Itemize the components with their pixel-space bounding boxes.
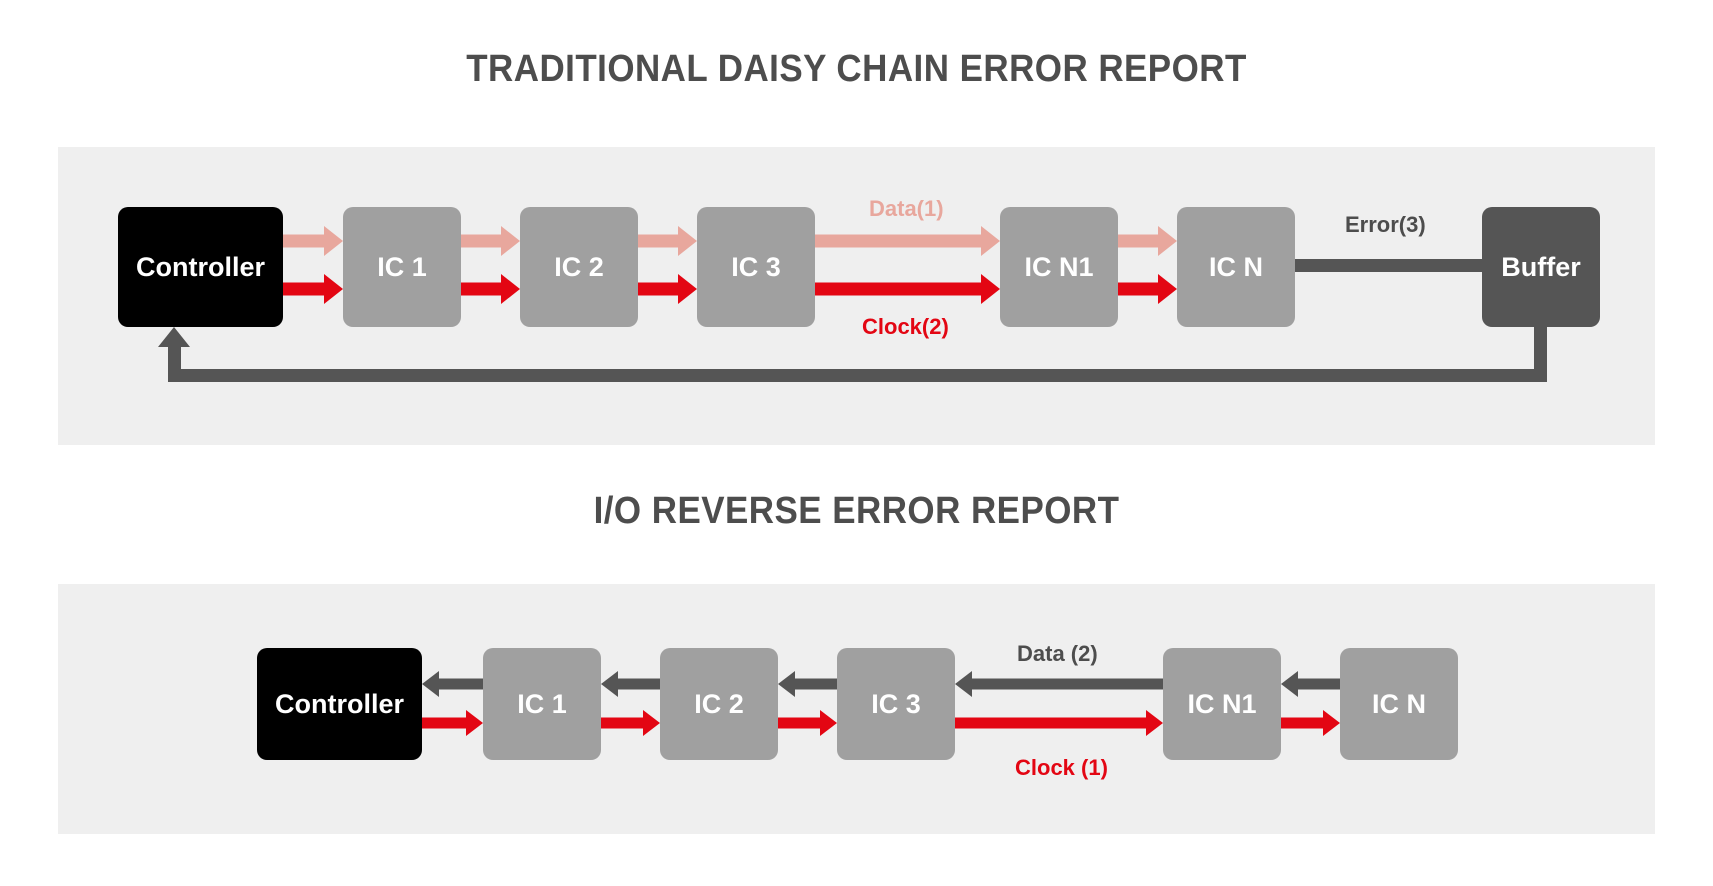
arrow-shaft [601, 717, 643, 729]
data-arrow-icn-to-icn1 [1281, 671, 1340, 697]
node-ic1-reverse[interactable]: IC 1 [483, 648, 601, 760]
node-icn1-reverse[interactable]: IC N1 [1163, 648, 1281, 760]
clock-arrow-ic1-to-ic2 [461, 274, 520, 304]
arrow-shaft [439, 678, 483, 690]
node-buffer-traditional[interactable]: Buffer [1482, 207, 1600, 327]
arrow-shaft [1298, 678, 1340, 690]
node-icn1-traditional[interactable]: IC N1 [1000, 207, 1118, 327]
node-controller-reverse[interactable]: Controller [257, 648, 422, 760]
clock-arrow-controller-to-ic1 [283, 274, 343, 304]
arrow-head [1158, 274, 1177, 304]
label-clock-traditional: Clock(2) [862, 314, 949, 339]
arrow-shaft [638, 234, 678, 248]
clock-arrow-controller-to-ic1 [422, 710, 483, 736]
feedback-line-horizontal [168, 369, 1547, 382]
arrow-head [981, 274, 1000, 304]
node-label: IC N1 [1187, 688, 1257, 719]
arrow-head [324, 274, 343, 304]
node-label: Controller [135, 251, 265, 282]
node-label: IC 2 [554, 251, 604, 282]
data-arrow-controller-to-ic1 [283, 226, 343, 256]
arrow-head [678, 274, 697, 304]
arrow-shaft [972, 678, 1163, 690]
node-ic3-reverse[interactable]: IC 3 [837, 648, 955, 760]
data-arrow-ic2-to-ic3 [638, 226, 697, 256]
arrow-shaft [815, 282, 981, 296]
label-data-traditional: Data(1) [869, 196, 944, 221]
clock-arrow-ic2-to-ic3 [638, 274, 697, 304]
clock-arrow-icn1-to-icn [1281, 710, 1340, 736]
feedback-line-vertical-left [168, 345, 181, 382]
arrow-shaft [618, 678, 660, 690]
label-error-traditional: Error(3) [1345, 212, 1426, 237]
data-arrow-ic2-to-ic1 [601, 671, 660, 697]
node-label: IC 3 [871, 688, 921, 719]
arrow-head [422, 671, 439, 697]
arrow-shaft [1118, 282, 1158, 296]
data-arrow-ic3-to-ic2 [778, 671, 837, 697]
node-icn-reverse[interactable]: IC N [1340, 648, 1458, 760]
data-arrow-ic1-to-controller [422, 671, 483, 697]
data-arrow-icn1-to-icn [1118, 226, 1177, 256]
arrow-shaft [778, 717, 820, 729]
arrow-head [1158, 226, 1177, 256]
arrow-head [778, 671, 795, 697]
arrow-head [678, 226, 697, 256]
arrow-head [466, 710, 483, 736]
node-label: IC 1 [517, 688, 567, 719]
clock-arrow-ic2-to-ic3 [778, 710, 837, 736]
label-clock-reverse: Clock (1) [1015, 755, 1108, 780]
clock-arrow-ic3-to-icn1 [955, 710, 1163, 736]
arrow-shaft [638, 282, 678, 296]
arrow-shaft [461, 234, 501, 248]
feedback-line-vertical-right [1534, 327, 1547, 382]
arrow-head [1146, 710, 1163, 736]
arrow-shaft [283, 234, 324, 248]
node-ic1-traditional[interactable]: IC 1 [343, 207, 461, 327]
arrow-head [501, 274, 520, 304]
arrow-head [981, 226, 1000, 256]
data-arrow-ic1-to-ic2 [461, 226, 520, 256]
arrow-head [1281, 671, 1298, 697]
node-label: Controller [274, 688, 404, 719]
node-ic3-traditional[interactable]: IC 3 [697, 207, 815, 327]
arrow-head [820, 710, 837, 736]
node-label: Buffer [1501, 251, 1581, 282]
arrow-shaft [461, 282, 501, 296]
feedback-arrow-head-icon [158, 327, 190, 347]
node-label: IC 1 [377, 251, 427, 282]
reverse-diagram-title: I/O REVERSE ERROR REPORT [593, 490, 1120, 532]
arrow-shaft [422, 717, 466, 729]
traditional-diagram-title: TRADITIONAL DAISY CHAIN ERROR REPORT [466, 48, 1247, 90]
arrow-shaft [955, 717, 1146, 729]
clock-arrow-ic3-to-icn1 [815, 274, 1000, 304]
arrow-head [601, 671, 618, 697]
node-ic2-traditional[interactable]: IC 2 [520, 207, 638, 327]
data-arrow-icn1-to-ic3 [955, 671, 1163, 697]
arrow-head [324, 226, 343, 256]
clock-arrow-icn1-to-icn [1118, 274, 1177, 304]
arrow-head [501, 226, 520, 256]
data-arrow-ic3-to-icn1 [815, 226, 1000, 256]
arrow-shaft [815, 234, 981, 248]
arrow-head [955, 671, 972, 697]
node-label: IC N [1372, 688, 1426, 719]
clock-arrow-ic1-to-ic2 [601, 710, 660, 736]
label-data-reverse: Data (2) [1017, 641, 1098, 666]
arrow-shaft [1281, 717, 1323, 729]
node-ic2-reverse[interactable]: IC 2 [660, 648, 778, 760]
node-label: IC 2 [694, 688, 744, 719]
node-label: IC 3 [731, 251, 781, 282]
arrow-head [643, 710, 660, 736]
arrow-shaft [1118, 234, 1158, 248]
error-line-icn-to-buffer [1295, 259, 1482, 272]
arrow-shaft [795, 678, 837, 690]
arrow-head [1323, 710, 1340, 736]
node-controller-traditional[interactable]: Controller [118, 207, 283, 327]
node-label: IC N1 [1024, 251, 1094, 282]
node-icn-traditional[interactable]: IC N [1177, 207, 1295, 327]
node-label: IC N [1209, 251, 1263, 282]
arrow-shaft [283, 282, 324, 296]
